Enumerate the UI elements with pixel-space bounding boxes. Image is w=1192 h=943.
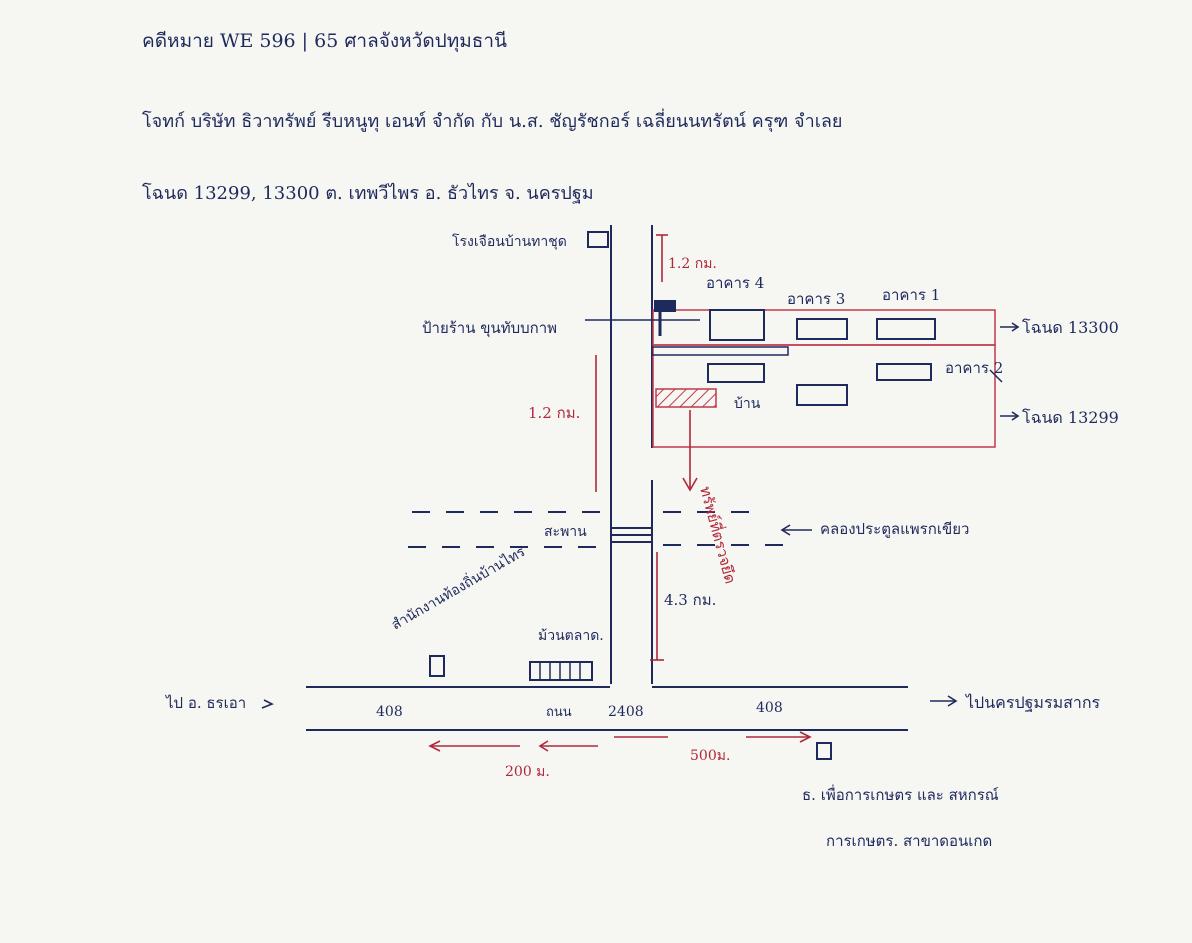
office-label: สำนักงานท้องถิ่นบ้านไทร xyxy=(388,542,528,634)
building-2-box xyxy=(876,363,932,381)
deed-13299-label: โฉนด 13299 xyxy=(1022,408,1119,427)
building-3-label: อาคาร 3 xyxy=(787,290,845,308)
dim-200-right-arrow xyxy=(538,740,549,752)
bank-label-line2: การเกษตร. สาขาดอนเกด xyxy=(826,832,992,850)
bridge-label: สะพาน xyxy=(544,524,587,540)
dim-500-right-arrow xyxy=(799,731,812,743)
shed-box xyxy=(796,384,848,406)
parties-line: โจทก์ บริษัท ธิวาทรัพย์ รีบหนูทุ เอนท์ จ… xyxy=(142,111,843,132)
road-number-center: 2408 xyxy=(608,704,644,720)
dist-200-label: 200 ม. xyxy=(505,764,550,780)
market-box xyxy=(529,661,593,681)
parcel-13299 xyxy=(652,344,996,448)
canal-label: คลองประตูลแพรกเขียว xyxy=(820,520,969,538)
dim-200-left-arrow xyxy=(428,740,441,752)
bank-box xyxy=(816,742,832,760)
case-number-line: คดีหมาย WE 596 | 65 ศาลจังหวัดปทุมธานี xyxy=(142,30,508,52)
market-label: ม้วนตลาด. xyxy=(538,628,604,644)
dist-500-label: 500ม. xyxy=(690,748,730,764)
strip-box xyxy=(651,346,789,356)
building-4-box xyxy=(709,309,765,341)
arrow-canal-head xyxy=(780,524,791,536)
sign-label: ป้ายร้าน ขุนทับบกาพ xyxy=(422,319,557,338)
building-4-label: อาคาร 4 xyxy=(706,274,764,292)
dist-top-label: 1.2 กม. xyxy=(668,256,717,272)
seized-note: ทรัพย์ที่ตรวจยึด xyxy=(696,484,741,586)
building-3-box xyxy=(796,318,848,340)
bank-label-line1: ธ. เพื่อการเกษตร และ สหกรณ์ xyxy=(802,784,999,804)
road-number-right: 408 xyxy=(756,700,783,716)
house-hatched xyxy=(655,388,717,408)
deed-13300-label: โฉนด 13300 xyxy=(1022,318,1119,337)
house-label: บ้าน xyxy=(734,396,761,412)
shrine-label: โรงเจือนบ้านทาชุด xyxy=(452,233,567,250)
arrow-to-13300-head xyxy=(1011,322,1020,332)
dist-bottom-label: 4.3 กม. xyxy=(664,591,716,609)
building-1-box xyxy=(876,318,936,340)
to-left-label: ไป อ. ธรเอา xyxy=(165,694,246,712)
annex-box xyxy=(707,363,765,383)
to-right-label: ไปนครปฐมรมสากร xyxy=(964,693,1101,712)
building-2-label: อาคาร 2 xyxy=(945,359,1003,377)
arrow-building-2 xyxy=(989,369,1003,383)
arrow-left-road-head xyxy=(261,699,274,709)
building-1-label: อาคาร 1 xyxy=(882,286,940,304)
sign-post-marker xyxy=(654,300,676,312)
dist-left-label: 1.2 กม. xyxy=(528,404,580,422)
road-main-label: ถนน xyxy=(546,705,572,720)
office-box xyxy=(429,655,445,677)
seized-arrow-head xyxy=(682,477,698,492)
deed-line: โฉนด 13299, 13300 ต. เทพวีไพร อ. ธัวไทร … xyxy=(142,183,594,204)
shrine-box xyxy=(587,231,609,248)
arrow-right-road-head xyxy=(947,695,958,707)
arrow-to-13299-head xyxy=(1011,411,1020,421)
road-number-left: 408 xyxy=(376,704,403,720)
